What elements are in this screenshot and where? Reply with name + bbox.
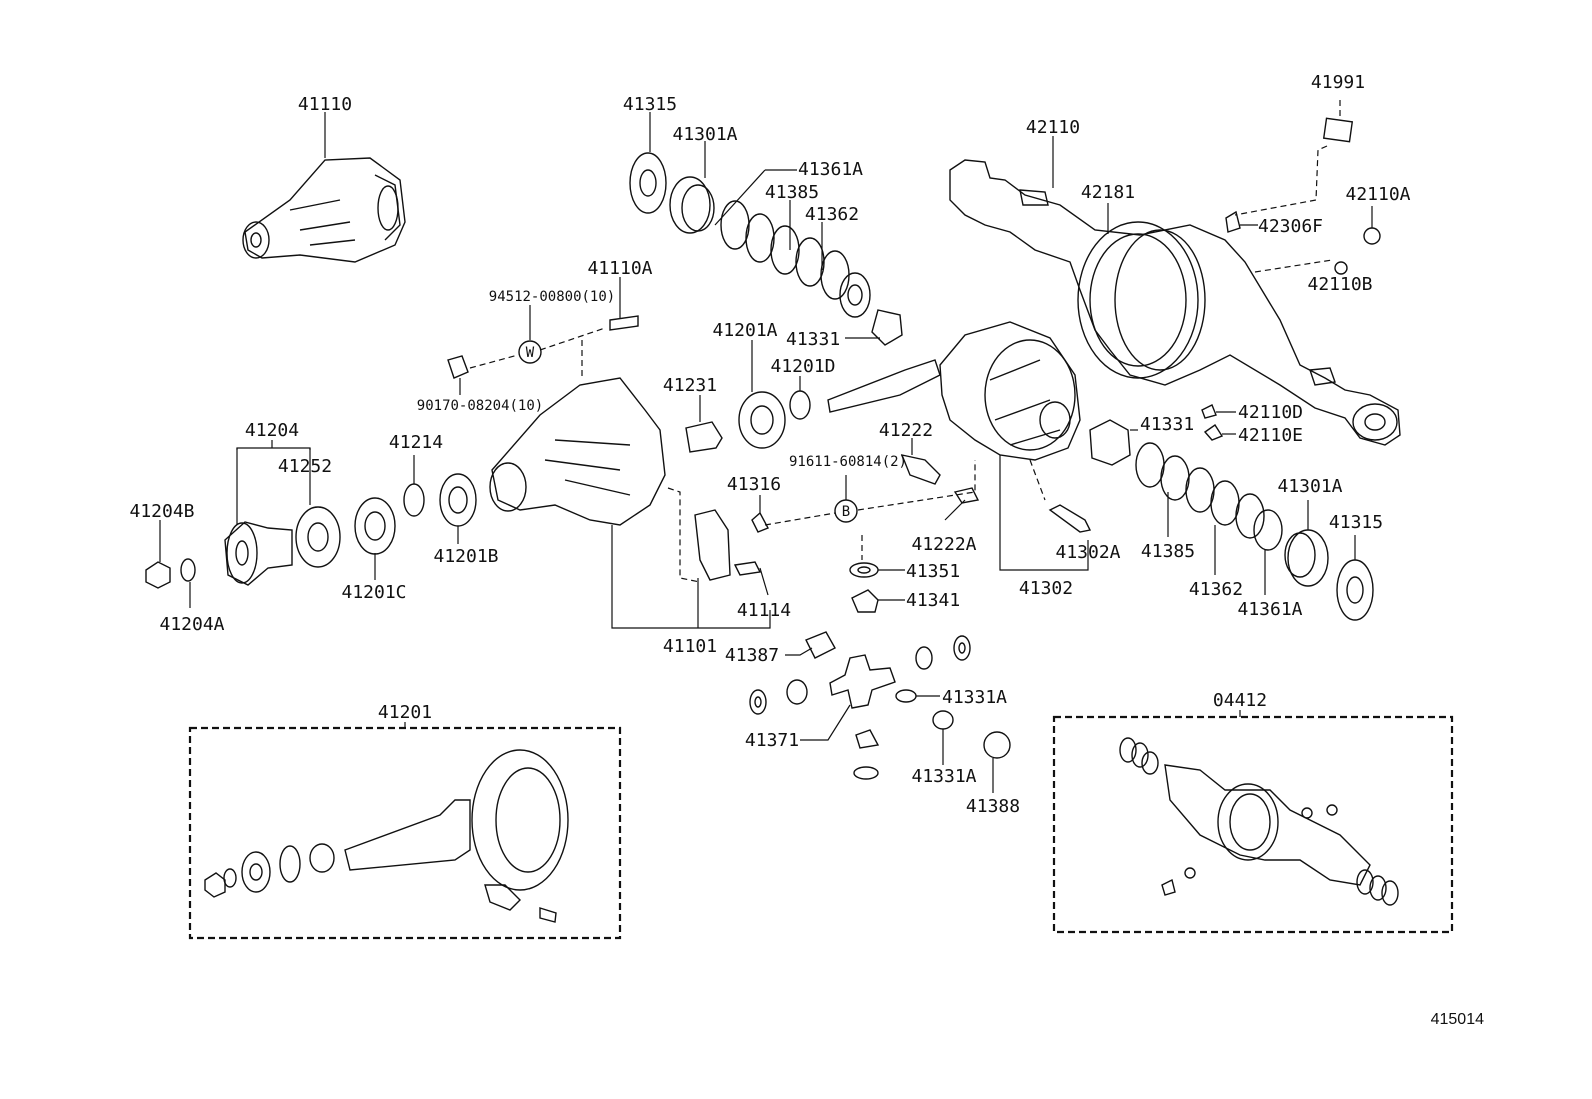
- label-91611-60814: 91611-60814(2): [789, 454, 907, 470]
- label-41315-top: 41315: [623, 94, 677, 115]
- housing-kit-04412-drawing: [1119, 737, 1399, 906]
- label-41316: 41316: [727, 474, 781, 495]
- diagram-id: 415014: [1431, 1011, 1484, 1028]
- label-41315-right: 41315: [1329, 512, 1383, 533]
- label-41204: 41204: [245, 420, 299, 441]
- axle-housing-42110-drawing: [949, 117, 1401, 446]
- kit-box-04412: [1052, 715, 1454, 934]
- upper-bearing-stack-drawing: [629, 152, 903, 346]
- label-41201C: 41201C: [341, 582, 406, 603]
- label-41371: 41371: [745, 730, 799, 751]
- differential-case-41302-drawing: [939, 321, 1081, 461]
- label-41114: 41114: [737, 600, 791, 621]
- label-41331-top: 41331: [786, 329, 840, 350]
- label-41101: 41101: [663, 636, 717, 657]
- label-42110B: 42110B: [1307, 274, 1372, 295]
- label-41301A-right: 41301A: [1277, 476, 1342, 497]
- label-41388: 41388: [966, 796, 1020, 817]
- label-42110: 42110: [1026, 117, 1080, 138]
- label-94512-00800: 94512-00800(10): [489, 289, 615, 305]
- label-41341: 41341: [906, 590, 960, 611]
- label-41331-right: 41331: [1140, 414, 1194, 435]
- label-41361A-right: 41361A: [1237, 599, 1302, 620]
- label-41361A-top: 41361A: [798, 159, 863, 180]
- cross-shaft-41371-drawing: [829, 654, 896, 709]
- label-41252: 41252: [278, 456, 332, 477]
- kit-box-41201: [188, 726, 622, 940]
- label-41385-top: 41385: [765, 182, 819, 203]
- label-41991: 41991: [1311, 72, 1365, 93]
- label-41351: 41351: [906, 561, 960, 582]
- symbol-b: B: [842, 504, 850, 520]
- label-41222: 41222: [879, 420, 933, 441]
- label-41110: 41110: [298, 94, 352, 115]
- label-41222A: 41222A: [911, 534, 976, 555]
- carrier-assembly-41110-drawing: [242, 157, 406, 263]
- label-90170-08204: 90170-08204(10): [417, 398, 543, 414]
- label-04412-kit: 04412: [1213, 690, 1267, 711]
- label-42306F: 42306F: [1258, 216, 1323, 237]
- label-41204A: 41204A: [159, 614, 224, 635]
- label-41362-top: 41362: [805, 204, 859, 225]
- label-41201-kit: 41201: [378, 702, 432, 723]
- label-41204B: 41204B: [129, 501, 194, 522]
- label-41302A: 41302A: [1055, 542, 1120, 563]
- symbol-w: W: [526, 345, 535, 361]
- label-41201A-mid: 41201A: [712, 320, 777, 341]
- label-41201B: 41201B: [433, 546, 498, 567]
- label-41331A-lower: 41331A: [911, 766, 976, 787]
- ring-pinion-gear-41201-drawing: [204, 749, 569, 923]
- companion-flange-41204-drawing: [224, 521, 293, 586]
- label-41362-right: 41362: [1189, 579, 1243, 600]
- label-41214: 41214: [389, 432, 443, 453]
- lower-bearing-stack-drawing: [1089, 419, 1374, 621]
- label-42110E: 42110E: [1238, 425, 1303, 446]
- label-41302: 41302: [1019, 578, 1073, 599]
- label-42110D: 42110D: [1238, 402, 1303, 423]
- label-41301A-top: 41301A: [672, 124, 737, 145]
- label-41231: 41231: [663, 375, 717, 396]
- label-42181: 42181: [1081, 182, 1135, 203]
- label-41385-right: 41385: [1141, 541, 1195, 562]
- label-41331A-upper: 41331A: [942, 687, 1007, 708]
- label-41110A: 41110A: [587, 258, 652, 279]
- label-41387: 41387: [725, 645, 779, 666]
- differential-carrier-41101-drawing: [489, 377, 666, 526]
- label-42110A: 42110A: [1345, 184, 1410, 205]
- label-41201D: 41201D: [770, 356, 835, 377]
